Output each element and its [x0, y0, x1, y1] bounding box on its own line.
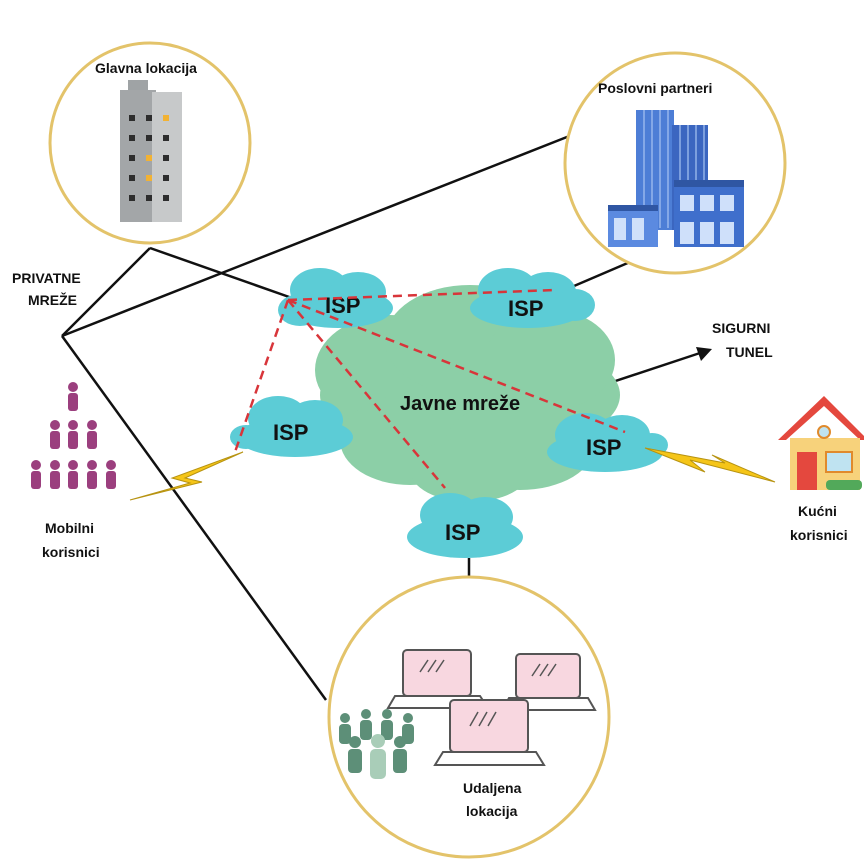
skyscraper-icon [608, 110, 744, 247]
private-networks-label-line2: MREŽE [28, 291, 77, 308]
people-group-icon-remote [339, 709, 414, 779]
people-group-icon-mobile [31, 382, 116, 489]
remote-location-label-line1: Udaljena [463, 780, 522, 796]
isp-label-top-right: ISP [508, 296, 543, 321]
mobile-users-label-line1: Mobilni [45, 520, 94, 536]
line-private-to-main [61, 247, 151, 337]
isp-cloud-left [230, 396, 353, 457]
remote-location-label-line2: lokacija [466, 803, 518, 819]
secure-tunnel-label-line1: SIGURNI [712, 320, 770, 336]
main-location-label: Glavna lokacija [95, 60, 197, 76]
secure-tunnel-label-line2: TUNEL [726, 344, 773, 360]
home-users-label-line1: Kućni [798, 503, 837, 519]
line-private-to-partners [61, 133, 573, 338]
vpn-tunnels [233, 288, 626, 489]
lightning-icon-home [644, 447, 776, 483]
laptop-icon-3 [433, 699, 546, 766]
isp-label-left: ISP [273, 420, 308, 445]
business-partners: Poslovni partneri [563, 51, 787, 275]
isp-label-right: ISP [586, 435, 621, 460]
lightning-icon-mobile [129, 451, 244, 501]
mobile-users-label-line2: korisnici [42, 544, 100, 560]
isp-cloud-bottom [407, 493, 523, 558]
office-building-icon [120, 80, 182, 222]
private-network-lines [60, 133, 631, 701]
home-users-label-line2: korisnici [790, 527, 848, 543]
public-networks-label: Javne mreže [400, 393, 520, 415]
laptop-icon-1 [386, 649, 490, 709]
house-icon [778, 396, 864, 490]
main-location: Glavna lokacija [48, 41, 252, 245]
remote-location: Udaljena lokacija [327, 575, 611, 859]
business-partners-label: Poslovni partneri [598, 80, 712, 96]
isp-cloud-top-left [278, 268, 393, 328]
private-networks-label-line1: PRIVATNE [12, 270, 81, 286]
line-private-to-remote [60, 335, 328, 701]
isp-cloud-top-right [470, 268, 595, 328]
isp-label-bottom: ISP [445, 520, 480, 545]
isp-cloud-right [547, 413, 668, 472]
